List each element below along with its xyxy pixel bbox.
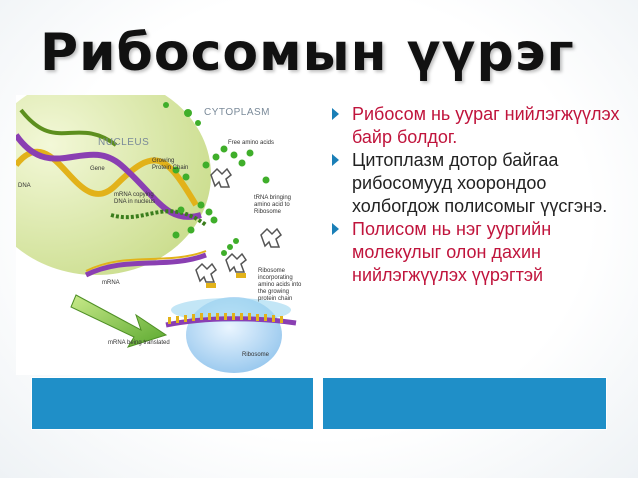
label-gene: Gene <box>90 166 105 172</box>
ribosome-diagram: NUCLEUS CYTOPLASM Gene DNA Growing Prote… <box>16 95 306 375</box>
label-nucleus: NUCLEUS <box>98 137 150 148</box>
label-free-amino: Free amino acids <box>228 140 275 146</box>
bullet-item: Цитоплазм дотор байгаа рибосомууд хоорон… <box>330 149 620 218</box>
bullet-list: Рибосом нь уураг нийлэгжүүлэх байр болдо… <box>330 103 620 287</box>
label-mrna-copying: mRNA copying DNA in nucleus <box>114 192 156 205</box>
label-mrna-translated: mRNA being translated <box>108 340 170 346</box>
free-amino-acids <box>163 102 270 239</box>
bullet-arrow-icon <box>332 108 339 120</box>
bullet-text: Полисом нь нэг уургийн молекулыг олон да… <box>352 219 552 285</box>
mrna-strand <box>84 252 207 278</box>
bullet-arrow-icon <box>332 154 339 166</box>
bullet-text: Цитоплазм дотор байгаа рибосомууд хоорон… <box>352 150 608 216</box>
bullet-arrow-icon <box>332 223 339 235</box>
dna-strand-c <box>19 108 118 147</box>
slide-title: Рибосомын үүрэг <box>40 23 575 83</box>
mrna-copy <box>110 209 208 227</box>
diagram-graphic <box>16 95 297 373</box>
bullet-item: Полисом нь нэг уургийн молекулыг олон да… <box>330 218 620 287</box>
label-ribosome-incorporating: Ribosome incorporating amino acids into … <box>258 268 302 302</box>
label-dna: DNA <box>18 183 31 189</box>
label-trna: tRNA bringing amino acid to Ribosome <box>254 195 292 215</box>
label-mrna: mRNA <box>102 280 120 286</box>
label-growing-chain: Growing Protein Chain <box>152 158 189 171</box>
trna-molecules <box>195 167 283 283</box>
footer-box-right <box>322 377 607 430</box>
footer-box-left <box>31 377 314 430</box>
mrna-codons <box>168 313 283 324</box>
bullet-text: Рибосом нь уураг нийлэгжүүлэх байр болдо… <box>352 104 620 147</box>
bullet-item: Рибосом нь уураг нийлэгжүүлэх байр болдо… <box>330 103 620 149</box>
label-ribosome: Ribosome <box>242 352 270 358</box>
translation-arrow <box>70 294 168 348</box>
label-cytoplasm: CYTOPLASM <box>204 107 270 118</box>
dna-strand-a <box>16 148 199 207</box>
